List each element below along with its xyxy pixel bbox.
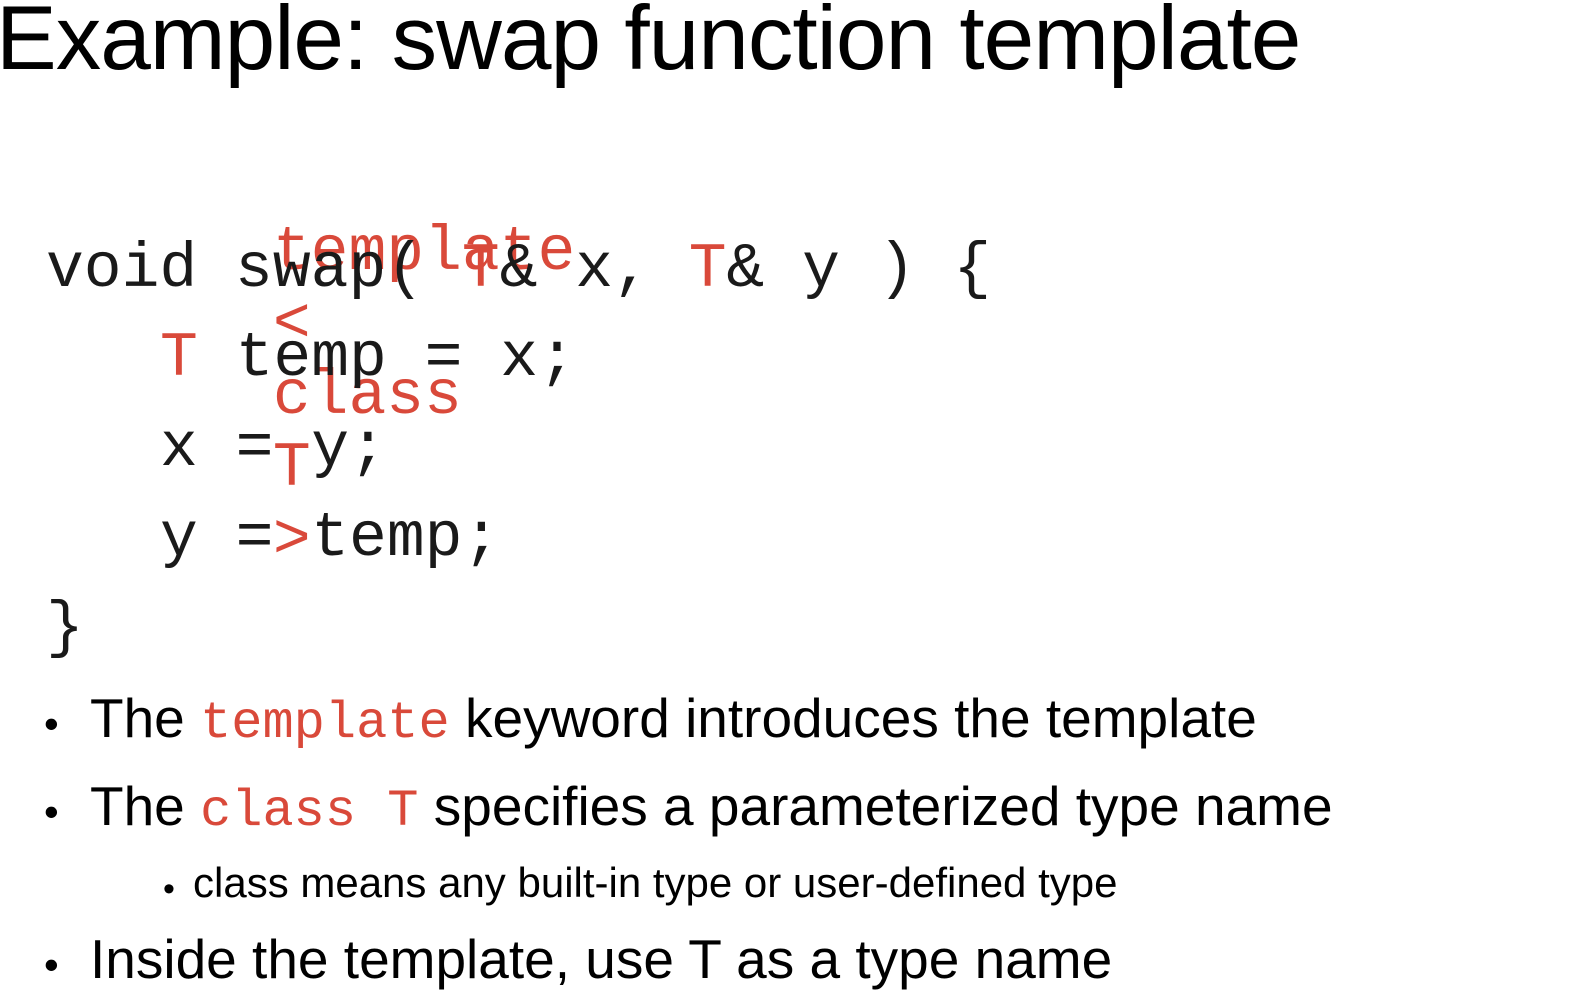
code-line-3: T temp = x; <box>160 323 576 395</box>
code-token-lt: < <box>272 289 311 360</box>
sub-bullet-dot: • <box>163 870 175 908</box>
bullet-text-before: The <box>90 775 185 837</box>
code-token-param-x: & x, <box>499 234 651 305</box>
code-token-type-T-1: T <box>461 234 500 305</box>
sub-bullet-text: class means any built-in type or user-de… <box>193 859 1118 906</box>
slide-title: Example: swap function template <box>0 0 1301 89</box>
code-token-x-assign: x = y; <box>160 413 387 484</box>
bullet-dot: • <box>44 941 59 988</box>
code-line-1: template < class T > <box>46 145 575 576</box>
bullet-text: The template keyword introduces the temp… <box>90 685 1257 757</box>
bullet-dot: • <box>44 700 59 747</box>
code-token-type-T-3: T <box>160 323 198 394</box>
code-line-6: } <box>46 593 84 665</box>
bullet-text: The class T specifies a parameterized ty… <box>90 773 1333 845</box>
bullet-text: Inside the template, use T as a type nam… <box>90 928 1113 990</box>
code-token-temp-assign: temp = x; <box>235 323 576 394</box>
code-token-class: class <box>272 361 462 432</box>
inline-code-class-T: class T <box>200 782 419 841</box>
code-block: template < class T > void swap( T& x, T&… <box>0 0 991 994</box>
bullet-text-after: specifies a parameterized type name <box>433 775 1333 837</box>
code-token-close-brace: } <box>46 593 84 664</box>
code-line-5: y = temp; <box>160 503 500 575</box>
bullet-text-before: The <box>90 687 185 749</box>
code-token-type-T-2: T <box>688 234 727 305</box>
code-line-4: x = y; <box>160 413 387 485</box>
code-token-gt: > <box>272 505 311 576</box>
code-line-2: void swap( T& x, T& y ) { <box>46 234 991 306</box>
code-token-void-swap: void swap( <box>46 234 425 305</box>
bullet-dot: • <box>44 788 59 835</box>
code-token-y-assign: y = temp; <box>160 503 501 574</box>
code-token-param-y: & y ) { <box>726 234 992 305</box>
code-token-type-param: T <box>272 433 311 504</box>
bullet-text-after: keyword introduces the template <box>464 687 1257 749</box>
inline-code-template: template <box>200 694 450 753</box>
code-token-template: template <box>272 217 576 288</box>
